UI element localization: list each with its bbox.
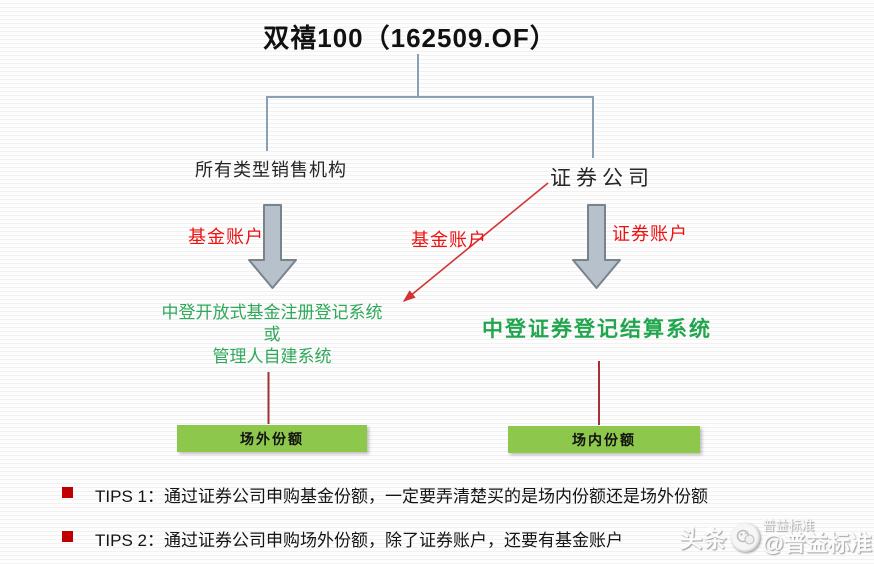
watermark-handle: @普益标准	[762, 531, 872, 556]
system-left-line3: 管理人自建系统	[212, 347, 332, 366]
connector-right-vertical	[592, 96, 594, 158]
watermark-text-column: 普益标准 @普益标准	[763, 519, 872, 555]
red-square-bullet-icon	[62, 531, 73, 542]
node-sales-institutions: 所有类型销售机构	[195, 160, 347, 180]
node-securities-company: 证券公司	[550, 167, 654, 190]
exchange-share-box: 场内份额	[508, 426, 700, 453]
connector-top-vertical	[417, 54, 419, 97]
system-left-line2: 或	[263, 325, 281, 344]
tip-row-2: TIPS 2：通过证券公司申购场外份额，除了证券账户，还要有基金账户	[62, 526, 852, 551]
otc-share-box-label: 场外份额	[240, 430, 304, 447]
tip-2-text: TIPS 2：通过证券公司申购场外份额，除了证券账户，还要有基金账户	[95, 531, 623, 550]
down-block-arrow-right-icon	[572, 204, 621, 289]
exchange-share-box-label: 场内份额	[572, 431, 636, 448]
tip-row-1: TIPS 1：通过证券公司申购基金份额，一定要弄清楚买的是场内份额还是场外份额	[62, 482, 852, 507]
system-right-settlement: 中登证券登记结算系统	[482, 318, 712, 341]
watermark-prefix: 头条	[679, 526, 728, 552]
label-fund-account-left: 基金账户	[188, 227, 264, 247]
puyi-round-logo-icon	[730, 522, 760, 552]
connector-left-vertical	[266, 96, 268, 151]
tip-1-text: TIPS 1：通过证券公司申购基金份额，一定要弄清楚买的是场内份额还是场外份额	[95, 487, 708, 506]
page-title: 双禧100（162509.OF）	[263, 23, 557, 53]
watermark-name-small: 普益标准	[762, 518, 815, 533]
otc-share-box: 场外份额	[177, 425, 367, 452]
red-square-bullet-icon	[62, 487, 73, 498]
connector-horizontal	[266, 96, 594, 98]
label-fund-account-middle: 基金账户	[411, 230, 487, 250]
watermark: 头条 普益标准 @普益标准	[680, 519, 872, 555]
label-securities-account: 证券账户	[612, 224, 688, 244]
system-left-line1: 中登开放式基金注册登记系统	[161, 303, 383, 322]
system-left-registration: 中登开放式基金注册登记系统 或 管理人自建系统	[132, 302, 412, 368]
